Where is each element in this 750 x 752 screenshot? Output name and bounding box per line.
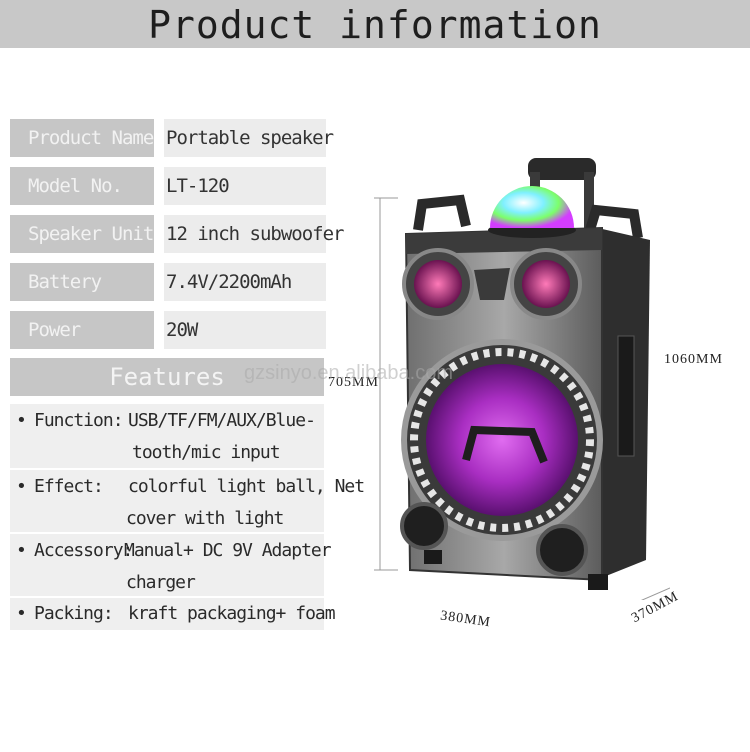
feature-item-packing: • Packing: kraft packaging+ foam <box>10 598 336 630</box>
spec-value: 20W <box>164 311 326 349</box>
spec-label: Model No. <box>10 167 154 205</box>
spec-value: 7.4V/2200mAh <box>164 263 326 301</box>
woofer-led-ring <box>410 348 594 532</box>
feature-name: Function: <box>34 410 124 431</box>
feature-item-function: • Function: USB/TF/FM/AUX/Blue- tooth/mi… <box>10 404 324 468</box>
feature-desc-line1: USB/TF/FM/AUX/Blue- <box>128 410 316 431</box>
feature-desc-line1: colorful light ball, Net <box>128 476 365 497</box>
left-handle <box>413 194 471 231</box>
woofer-grille-handle <box>462 425 548 464</box>
wheel-right <box>588 574 608 590</box>
dimension-height-total: 1060MM <box>664 352 723 367</box>
feature-item-effect: • Effect: colorful light ball, Net cover… <box>10 470 365 532</box>
spec-row-model: Model No. LT-120 <box>10 167 326 205</box>
title-bar: Product information <box>0 0 750 48</box>
feature-desc-line1: Manual+ DC 9V Adapter <box>124 540 332 561</box>
dimension-lines <box>374 197 670 600</box>
feature-desc-line2: tooth/mic input <box>132 442 281 463</box>
speaker-product-image <box>374 158 670 600</box>
feature-bullet: • <box>16 540 27 561</box>
spec-row-battery: Battery 7.4V/2200mAh <box>10 263 326 301</box>
spec-row-speaker-unit: Speaker Unit 12 inch subwoofer <box>10 215 344 253</box>
right-handle <box>585 204 643 239</box>
spec-row-product-name: Product Name Portable speaker <box>10 119 334 157</box>
spec-value: LT-120 <box>164 167 326 205</box>
spec-label: Battery <box>10 263 154 301</box>
tweeter-left <box>414 260 462 308</box>
dimension-width: 380MM <box>439 608 492 631</box>
feature-name: Effect: <box>34 476 104 497</box>
tweeter-right <box>522 260 570 308</box>
features-heading: Features <box>10 358 324 396</box>
spec-label: Speaker Unit <box>10 215 154 253</box>
light-ball <box>490 186 574 228</box>
feature-bullet: • <box>16 603 27 624</box>
bass-port-left <box>400 502 448 550</box>
center-horn <box>474 268 510 300</box>
spec-label: Product Name <box>10 119 154 157</box>
spec-value: Portable speaker <box>164 119 334 157</box>
woofer-cone <box>426 364 578 516</box>
spec-label: Power <box>10 311 154 349</box>
bass-port-right <box>536 524 588 576</box>
feature-bullet: • <box>16 476 27 497</box>
feature-item-accessory: • Accessory: Manual+ DC 9V Adapter charg… <box>10 534 332 596</box>
feature-bullet: • <box>16 410 27 431</box>
control-panel <box>617 335 635 457</box>
wheel-left <box>424 550 442 564</box>
spec-row-power: Power 20W <box>10 311 326 349</box>
spec-value: 12 inch subwoofer <box>164 215 344 253</box>
feature-name: Accessory: <box>34 540 133 561</box>
watermark-text: gzsinyo.en.alibaba.com <box>244 362 454 384</box>
feature-desc-line1: kraft packaging+ foam <box>128 603 336 624</box>
page-title: Product information <box>148 3 602 47</box>
feature-desc-line2: charger <box>126 572 196 593</box>
dimension-height-body: 705MM <box>328 375 379 390</box>
feature-name: Packing: <box>34 603 114 624</box>
feature-desc-line2: cover with light <box>126 508 284 529</box>
